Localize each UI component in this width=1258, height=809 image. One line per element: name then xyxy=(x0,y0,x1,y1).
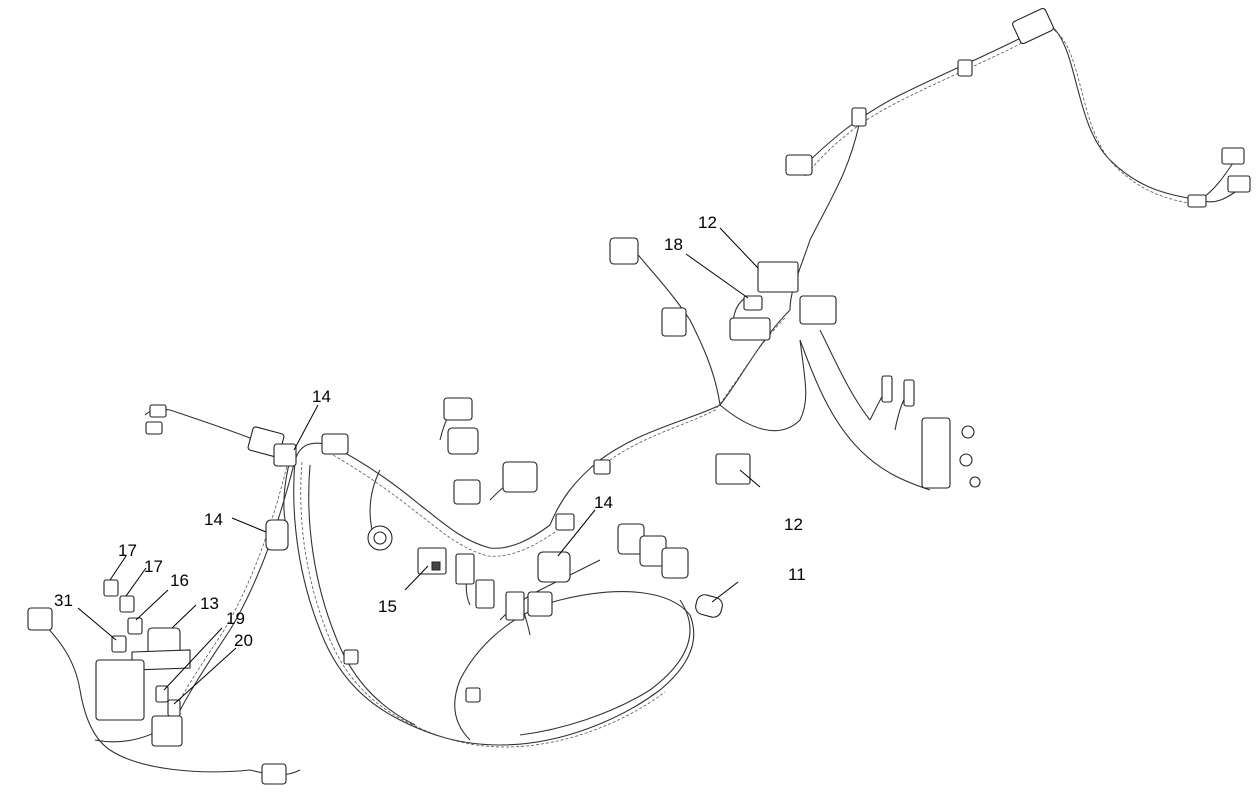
callout-17-upper: 17 xyxy=(118,541,137,560)
callout-14-mid: 14 xyxy=(594,493,613,512)
callout-19: 19 xyxy=(226,609,245,628)
callout-18: 18 xyxy=(664,235,683,254)
fuse-17a xyxy=(103,579,119,597)
callout-12-upper: 12 xyxy=(698,213,717,232)
callout-16: 16 xyxy=(170,571,189,590)
callout-13: 13 xyxy=(200,594,219,613)
callout-11: 11 xyxy=(788,565,806,584)
fuse-18 xyxy=(743,295,763,311)
callout-labels: 11 12 12 13 14 14 14 15 16 17 17 18 19 2… xyxy=(54,213,806,650)
callout-14-upper: 14 xyxy=(312,387,331,406)
leader-lines xyxy=(77,227,761,705)
callout-15: 15 xyxy=(378,597,397,616)
fuse-16 xyxy=(127,617,143,635)
connector-11 xyxy=(695,594,723,618)
connectors xyxy=(27,7,1251,785)
callout-20: 20 xyxy=(234,631,253,650)
callout-14-left: 14 xyxy=(204,510,223,529)
connector-14-mid xyxy=(537,551,571,583)
fuse-19 xyxy=(155,685,169,703)
fuse-17b xyxy=(119,595,135,613)
relay-12-upper xyxy=(757,261,799,293)
callout-31: 31 xyxy=(54,591,73,610)
callout-12-lower: 12 xyxy=(784,515,803,534)
relay-12-lower xyxy=(715,453,751,485)
fuse-20 xyxy=(167,699,181,717)
callout-17-lower: 17 xyxy=(144,557,163,576)
